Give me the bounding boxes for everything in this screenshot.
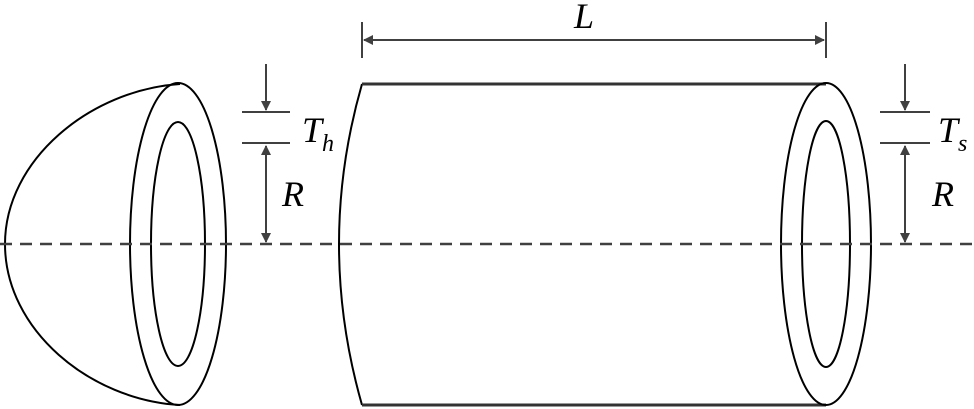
shell-thickness-symbol: T bbox=[938, 110, 961, 150]
head-thickness-subscript: h bbox=[322, 131, 334, 157]
shell-left-edge bbox=[338, 83, 363, 406]
head-thickness-dimension: Th bbox=[242, 64, 334, 157]
hemispherical-head bbox=[3, 82, 227, 406]
head-radius-label: R bbox=[281, 174, 304, 214]
shell-thickness-dimension: Ts bbox=[880, 64, 967, 157]
length-dimension: L bbox=[361, 0, 827, 58]
head-thickness-label: Th bbox=[302, 110, 334, 157]
shell-radius-dimension: R bbox=[900, 145, 954, 243]
head-rim-inner bbox=[150, 121, 206, 367]
length-label: L bbox=[573, 0, 594, 36]
shell-thickness-subscript: s bbox=[958, 131, 967, 157]
shell-thickness-label: Ts bbox=[938, 110, 967, 157]
head-thickness-symbol: T bbox=[302, 110, 325, 150]
head-radius-dimension: R bbox=[261, 145, 304, 243]
shell-radius-label: R bbox=[931, 174, 954, 214]
